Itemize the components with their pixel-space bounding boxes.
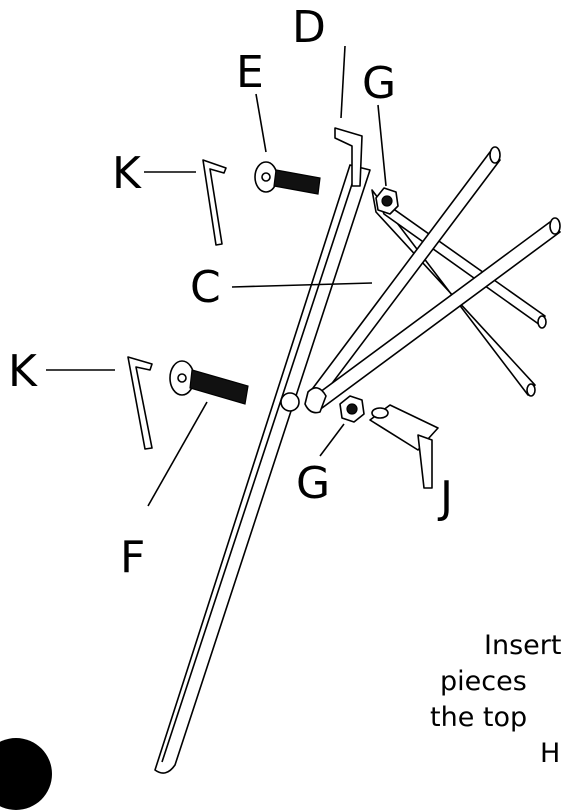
part-d-hook: [334, 127, 363, 187]
rod-end-cap: [489, 146, 501, 164]
instruction-line-2: pieces: [440, 666, 527, 697]
instruction-line-1: Insert: [484, 630, 562, 661]
part-g-nut-bottom: [339, 395, 365, 423]
leg-tube-part: [154, 164, 371, 774]
label-f: F: [120, 532, 145, 583]
assembly-diagram: D E G K C K G J F: [8, 2, 561, 774]
label-g-bottom: G: [296, 458, 330, 509]
part-j-wrench: [369, 404, 439, 489]
label-g-top: G: [362, 58, 396, 109]
label-e: E: [236, 47, 264, 98]
rod-base-block: [304, 387, 327, 414]
label-c: C: [190, 262, 221, 313]
leader-e: [255, 93, 267, 153]
instruction-line-4: H: [540, 738, 561, 769]
label-k-top: K: [112, 148, 142, 199]
leader-c: [231, 282, 373, 288]
part-g-nut-top: [375, 187, 399, 215]
part-e-bolt: [254, 161, 321, 195]
rod-end-cap: [549, 217, 561, 235]
leader-g-bottom: [319, 423, 345, 457]
rod-end-cap: [526, 383, 536, 397]
instruction-line-3: the top: [430, 702, 528, 733]
leader-f: [147, 401, 208, 507]
leg-hole: [280, 392, 300, 412]
label-d: D: [292, 2, 326, 53]
leader-d: [340, 45, 346, 119]
label-j: J: [437, 472, 453, 523]
rod-end-cap: [537, 315, 547, 329]
part-k-allen-key-bottom: [127, 356, 153, 450]
leader-g-top: [377, 104, 387, 187]
label-k-bottom: K: [8, 346, 38, 397]
part-f-bolt: [169, 360, 249, 405]
part-k-allen-key-top: [202, 159, 227, 246]
